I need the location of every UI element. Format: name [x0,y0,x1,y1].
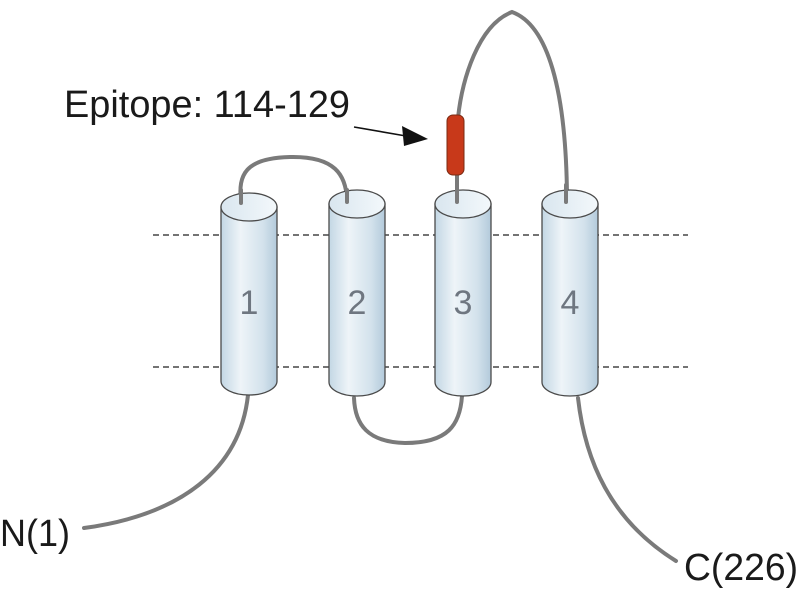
helix-3: 3 [434,189,492,397]
n-terminus-label: N(1) [0,513,70,555]
c-terminal-tail [576,396,678,563]
helix-2: 2 [328,189,386,397]
loop-2-3 [352,394,464,446]
loops [82,9,678,563]
helix-1: 1 [220,192,278,396]
n-terminal-tail [82,393,250,530]
loop-1-2 [238,154,349,203]
helix-4-label: 4 [561,284,580,322]
epitope-arrow [353,126,428,146]
epitope-label: Epitope: 114-129 [64,84,350,126]
helix-3-label: 3 [454,284,473,322]
c-terminus-label: C(226) [684,547,798,589]
helix-4: 4 [541,189,599,397]
loop-attachments [239,176,568,205]
loop-3-4-extracellular [456,9,569,198]
epitope-segment [446,114,465,176]
helix-2-label: 2 [348,284,367,322]
helix-1-label: 1 [240,284,259,322]
